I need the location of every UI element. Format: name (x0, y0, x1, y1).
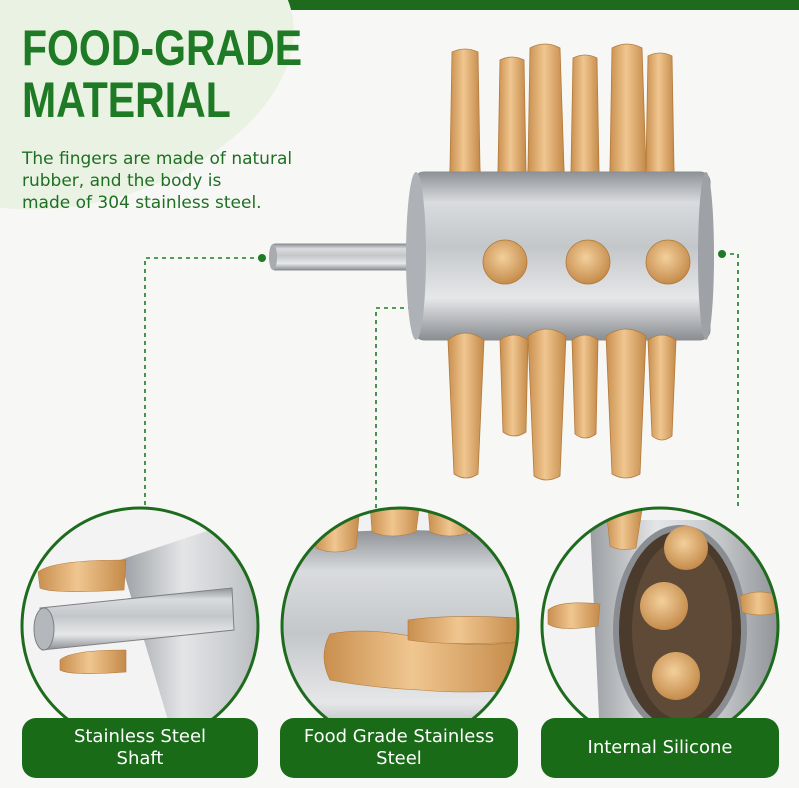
description-line-3: made of 304 stainless steel. (22, 193, 262, 213)
steel-shaft (271, 243, 421, 271)
cylinder-right-face (698, 172, 714, 340)
shaft-end (269, 244, 277, 270)
callout-label-steel: Food Grade Stainless Steel (280, 718, 518, 778)
finger (605, 328, 647, 479)
finger (647, 334, 677, 441)
finger (571, 334, 599, 439)
nub (482, 239, 528, 285)
headline-line-2: MATERIAL (22, 72, 231, 128)
leader-dot-shaft (258, 254, 266, 262)
description-line-1: The fingers are made of natural (22, 149, 293, 169)
leader-line-shaft (144, 257, 262, 508)
finger (527, 328, 567, 481)
nub (565, 239, 611, 285)
callout-steel-line-2: Steel (376, 748, 422, 769)
description-line-2: rubber, and the body is (22, 171, 222, 191)
finger (497, 56, 527, 191)
top-accent-bar (0, 0, 799, 10)
finger (570, 54, 600, 191)
finger (645, 52, 675, 189)
callout-steel-line-1: Food Grade Stainless (303, 726, 495, 747)
front-rubber-nubs (482, 239, 691, 285)
callout-label-silicone: Internal Silicone (541, 718, 779, 778)
headline: FOOD-GRADE MATERIAL (22, 22, 302, 126)
callout-shaft-line-1: Stainless Steel (73, 726, 207, 747)
detail-circle-silicone (540, 506, 780, 746)
material-description: The fingers are made of natural rubber, … (22, 148, 382, 214)
leader-line-silicone (722, 253, 739, 508)
bottom-rubber-fingers (447, 328, 677, 481)
leader-dot-silicone (718, 250, 726, 258)
callout-label-shaft: Stainless Steel Shaft (22, 718, 258, 778)
finger (447, 332, 485, 479)
finger (449, 48, 481, 193)
detail-circle-steel (280, 506, 520, 746)
callout-silicone-line-1: Internal Silicone (587, 737, 733, 758)
headline-line-1: FOOD-GRADE (22, 20, 303, 76)
cylinder-left-face (406, 172, 426, 340)
callout-shaft-line-2: Shaft (116, 748, 164, 769)
finger (499, 334, 529, 437)
nub (645, 239, 691, 285)
